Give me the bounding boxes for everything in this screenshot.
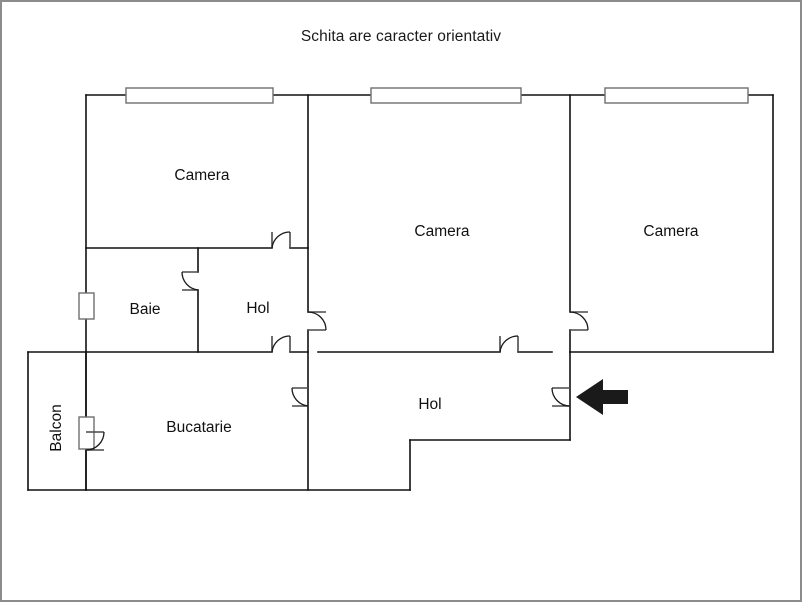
entrance-arrow	[576, 379, 628, 415]
page-title: Schita are caracter orientativ	[300, 28, 502, 45]
room-label-camera-1: Camera	[174, 167, 230, 184]
window-camera-2	[370, 87, 522, 104]
window-bucatarie	[78, 416, 95, 450]
room-label-hol-2: Hol	[418, 396, 441, 413]
room-label-bucatarie: Bucatarie	[166, 419, 231, 436]
room-label-camera-2: Camera	[414, 223, 470, 240]
room-label-balcon: Balcon	[48, 404, 65, 451]
door-entrance	[551, 387, 571, 407]
door-group	[85, 231, 589, 451]
door-balcon	[85, 431, 105, 451]
window-camera-1	[125, 87, 274, 104]
door-baie	[181, 271, 199, 291]
wall-group-outline	[27, 94, 774, 491]
door-camera-1	[271, 231, 291, 249]
room-label-baie: Baie	[129, 301, 160, 318]
door-camera-3	[569, 311, 589, 331]
window-group	[78, 87, 749, 450]
door-hol-1-lower	[307, 311, 327, 331]
room-label-camera-3: Camera	[643, 223, 699, 240]
window-baie	[78, 292, 95, 320]
door-camera-2	[499, 335, 519, 353]
room-label-hol-1: Hol	[246, 300, 269, 317]
window-camera-3	[604, 87, 749, 104]
room-label-group: Camera Camera Camera Baie Hol Hol Bucata…	[48, 167, 699, 452]
door-bucatarie	[291, 387, 309, 407]
door-hol1-bottom	[271, 335, 291, 353]
